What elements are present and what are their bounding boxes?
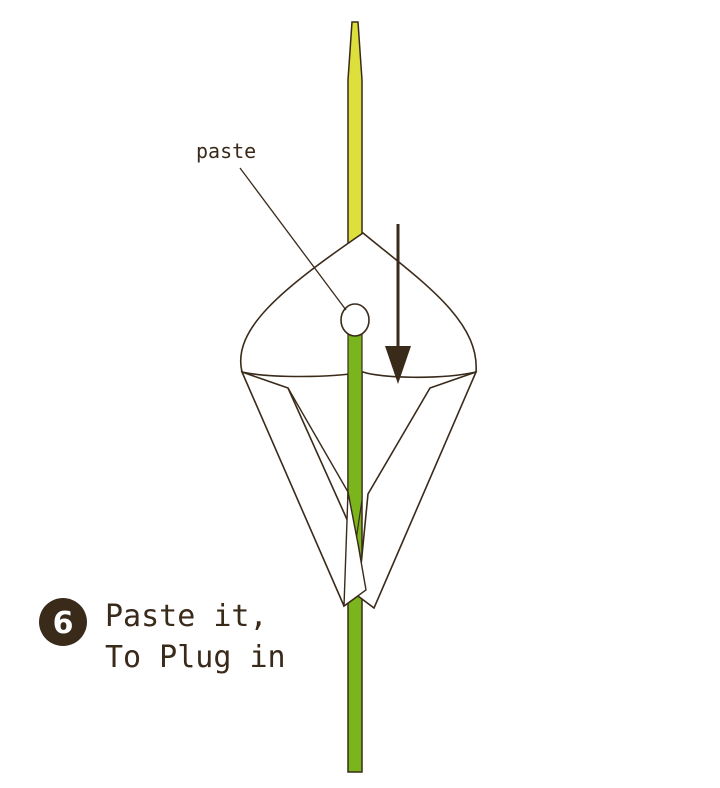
step-number-badge <box>39 598 87 646</box>
step-text-line1: Paste it, <box>105 599 268 634</box>
step-text-line2: To Plug in <box>105 640 286 675</box>
paste-label: paste <box>196 139 256 163</box>
flower-spathe-right-wing <box>357 370 478 610</box>
spathe-fold-bottom <box>343 491 367 608</box>
spathe-fold-left <box>287 387 349 493</box>
direction-arrow-head <box>385 346 411 384</box>
paste-leader-line <box>239 167 347 311</box>
paste-point-circle <box>340 303 370 337</box>
step-number: 6 <box>53 606 74 641</box>
